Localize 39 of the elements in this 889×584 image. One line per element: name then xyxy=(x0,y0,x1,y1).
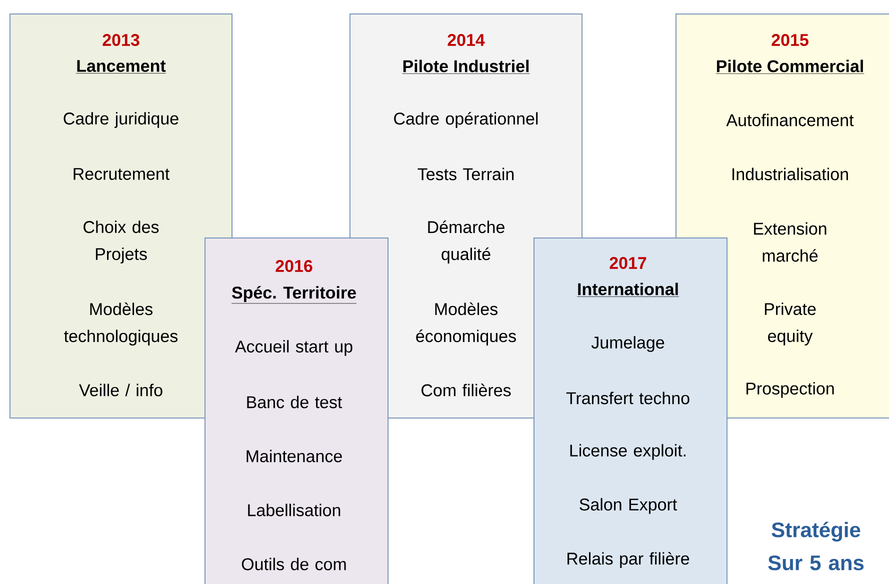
list-item: Tests Terrain xyxy=(418,168,514,180)
list-item: Relais par filière xyxy=(568,552,690,568)
list-item: License exploit. xyxy=(570,444,686,460)
list-item: Jumelage xyxy=(591,336,664,352)
list-item: Modèles technologiques xyxy=(64,302,178,346)
list-item: Com filières xyxy=(422,384,511,396)
note: Stratégie Sur 5 ans xyxy=(768,522,864,570)
year-label: 2015 xyxy=(772,34,808,46)
list-item: Maintenance xyxy=(246,450,342,462)
heading: Pilote Industriel xyxy=(402,60,530,74)
heading: International xyxy=(576,282,680,297)
list-item: Autofinancement xyxy=(726,114,854,126)
heading: Pilote Commercial xyxy=(716,60,864,74)
list-item: Modèles économiques xyxy=(416,302,516,346)
list-item: Extension marché xyxy=(754,222,826,262)
year-label: 2016 xyxy=(276,260,312,272)
list-item: Private equity xyxy=(764,302,816,346)
year-label: 2013 xyxy=(102,34,140,46)
list-item: Banc de test xyxy=(247,396,342,408)
year-label: 2014 xyxy=(448,34,485,46)
list-item: Transfert techno xyxy=(566,392,690,404)
stage-card xyxy=(534,238,728,584)
heading: Spéc. Territoire xyxy=(231,286,357,304)
list-item: Recrutement xyxy=(74,168,170,180)
list-item: Choix des Projets xyxy=(84,220,159,264)
list-item: Salon Export xyxy=(580,498,677,514)
list-item: Industrialisation xyxy=(732,168,848,180)
list-item: Cadre opérationnel xyxy=(394,112,538,128)
list-item: Démarche qualité xyxy=(428,220,504,264)
list-item: Outils de com xyxy=(242,558,346,570)
list-item: Cadre juridique xyxy=(64,112,178,128)
heading: Lancement xyxy=(76,60,166,74)
stage-card xyxy=(10,14,232,418)
year-label: 2017 xyxy=(610,256,646,270)
list-item: Prospection xyxy=(746,382,834,398)
stage-card xyxy=(204,238,388,584)
list-item: Veille / info xyxy=(79,384,162,396)
list-item: Labellisation xyxy=(248,504,340,516)
list-item: Accueil start up xyxy=(234,340,352,356)
